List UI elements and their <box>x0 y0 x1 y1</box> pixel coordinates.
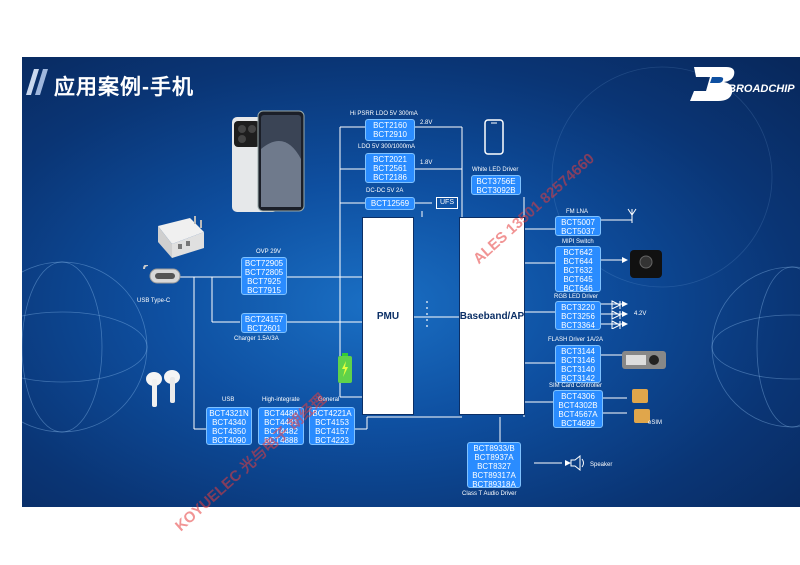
slide: 应用案例-手机 BROADCHIP USB Type-C <box>22 57 800 507</box>
rgb-label: RGB LED Driver <box>554 294 599 300</box>
audio-label: Class T Audio Driver <box>462 491 517 497</box>
sim-card-icon <box>632 389 650 423</box>
usb-label: USB <box>222 397 235 403</box>
general-label: General <box>318 397 340 403</box>
speaker-label: Speaker <box>590 462 613 468</box>
camera-module-icon <box>630 250 662 278</box>
flash-label: FLASH Driver 1A/2A <box>548 337 604 343</box>
ldo-label: LDO 5V 300/1000mA <box>358 144 416 150</box>
fm-lna-label: FM LNA <box>566 209 589 215</box>
background-globes <box>22 66 800 433</box>
connection-lines <box>179 124 633 466</box>
hipsrr-label: Hi PSRR LDO 5V 300mA <box>350 111 418 117</box>
rgb-voltage: 4.2V <box>634 311 647 317</box>
hipsrr-voltage: 2.8V <box>420 120 433 126</box>
speaker-icon <box>570 455 584 471</box>
earbuds-icon <box>146 370 180 407</box>
ovp-label: OVP 29V <box>256 249 281 255</box>
mipi-label: MIPI Switch <box>562 239 594 245</box>
ufs-block: UFS <box>436 197 458 209</box>
usb-typec-icon <box>143 265 181 284</box>
dcdc-parts: BCT12569 <box>365 197 415 210</box>
pmu-block: PMU <box>362 217 414 415</box>
sim-label: SIM Card Controller <box>549 383 603 389</box>
title-slash-icon <box>26 69 48 95</box>
rgb-led-icon <box>611 300 622 329</box>
white-led-label: White LED Driver <box>472 167 519 173</box>
phone-outline-icon <box>484 119 504 155</box>
phone-image <box>232 110 305 212</box>
usb-typec-label: USB Type-C <box>137 298 171 304</box>
battery-icon <box>338 353 352 383</box>
flash-image <box>622 351 666 369</box>
baseband-ap-block: Baseband/AP <box>459 217 525 415</box>
antenna-icon <box>627 208 637 223</box>
esim-label: eSIM <box>648 420 663 426</box>
broadchip-logo <box>690 67 735 101</box>
brand-name: BROADCHIP <box>728 83 795 95</box>
charger-label: Charger 1.5A/3A <box>234 336 279 342</box>
charger-icon <box>158 216 204 258</box>
page-title: 应用案例-手机 <box>54 76 194 99</box>
ldo-voltage: 1.8V <box>420 160 433 166</box>
highint-label: High-integrate <box>262 397 300 403</box>
dcdc-label: DC-DC 5V 2A <box>366 188 404 194</box>
